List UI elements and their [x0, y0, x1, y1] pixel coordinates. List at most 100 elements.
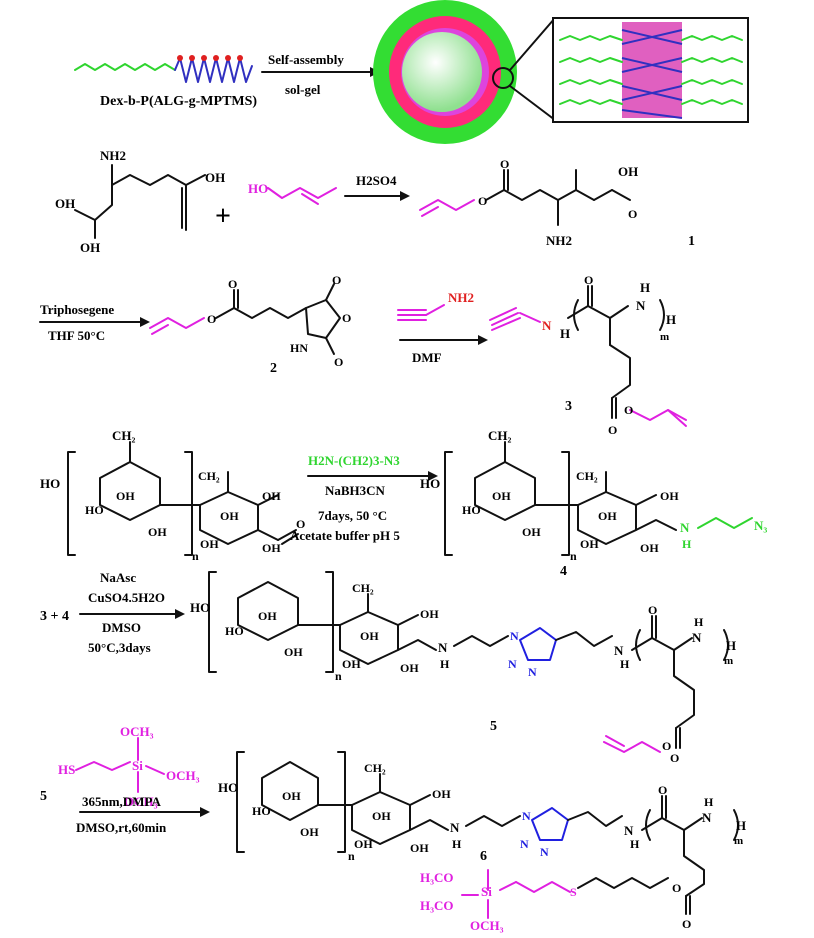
oh-label-2: OH	[80, 240, 100, 255]
dex-n: n	[192, 549, 199, 563]
cmp5-m: m	[724, 655, 733, 667]
och3-bottom: OCH₃	[124, 794, 158, 809]
cmp6-amide-nh: N	[624, 823, 634, 838]
cmp6-oh-6: OH	[410, 841, 429, 855]
silicon-si: Si	[132, 758, 143, 773]
cmp6-ester-o: O	[672, 881, 681, 895]
nh2-label: NH2	[100, 148, 126, 163]
cuso4-label: CuSO4.5H2O	[88, 590, 165, 605]
nca-hn: HN	[290, 341, 308, 355]
compound-2-number: 2	[270, 361, 277, 376]
cmp5-oh-1: OH	[258, 609, 277, 623]
cooh-oh: OH	[618, 164, 638, 179]
dex-ho: HO	[40, 476, 60, 491]
cmp4-ho-2: HO	[462, 503, 481, 517]
cmp6-h3co-top: H₃CO	[420, 870, 454, 885]
amide-o: O	[584, 273, 593, 287]
buffer-label: Acetate buffer pH 5	[290, 528, 400, 543]
thf-label: THF 50°C	[48, 328, 105, 343]
thioether-s: S	[570, 885, 577, 899]
compound-6-number: 6	[480, 849, 487, 864]
triphosgene-label: Triphosegene	[40, 302, 114, 317]
compound-5-number: 5	[490, 719, 497, 734]
triazole-n3: N	[528, 665, 537, 679]
dex2-oh-4: OH	[262, 541, 281, 555]
cmp5-oh-5: OH	[342, 657, 361, 671]
nca-o2: O	[342, 311, 351, 325]
cmp6-oh-5: OH	[354, 837, 373, 851]
nca-carbonyl-o: O	[228, 277, 237, 291]
nabh3cn-label: NaBH3CN	[325, 483, 386, 498]
oh-label-3: OH	[205, 170, 225, 185]
compound-1-number: 1	[688, 234, 695, 249]
polymer-label: Dex-b-P(ALG-g-MPTMS)	[100, 94, 257, 109]
mptms-reagent	[75, 737, 165, 793]
cmp4-n: n	[570, 549, 577, 563]
shell-zoom-box	[552, 17, 749, 123]
oh-label: OH	[55, 196, 75, 211]
cmp6-n: n	[348, 849, 355, 863]
compound1-nh2: NH2	[546, 233, 572, 248]
cmp5-nh: N	[438, 640, 448, 655]
aldehyde-o: O	[296, 517, 305, 531]
cmp5-oh-2: OH	[284, 645, 303, 659]
cmp4-oh-4: OH	[598, 509, 617, 523]
triazole-n1: N	[510, 629, 519, 643]
ester-o: O	[478, 194, 487, 208]
h2so4-label: H2SO4	[356, 173, 397, 188]
dex2-ch2: CH₂	[198, 469, 220, 483]
ho-label: HO	[248, 181, 268, 196]
compound-4-number: 4	[560, 564, 567, 579]
cmp4-oh-5: OH	[580, 537, 599, 551]
cmp4-n3: N₃	[754, 518, 767, 533]
uv-label: 365nm,DMPA	[82, 794, 161, 809]
ester-carbonyl-o: O	[608, 423, 617, 437]
amide-h: H	[560, 326, 570, 341]
self-assembly-label: Self-assembly	[268, 52, 344, 67]
cmp5-ho: HO	[190, 600, 210, 615]
compound-4	[444, 441, 753, 556]
triazole-n2: N	[508, 657, 517, 671]
cmp6-end-h: H	[736, 818, 746, 833]
cmp6-oh-2: OH	[300, 825, 319, 839]
conditions-label: 50°C,3days	[88, 640, 151, 655]
cmp5-ester-o: O	[662, 739, 671, 753]
dmso-rt-label: DMSO,rt,60min	[76, 820, 167, 835]
cmp6-nh-h: H	[452, 837, 462, 851]
cmp6-triazole-n2: N	[520, 837, 529, 851]
compound-3	[489, 285, 687, 427]
cmp6-si: Si	[481, 884, 492, 899]
cmp4-ho: HO	[420, 476, 440, 491]
och3-right: OCH₃	[166, 768, 200, 783]
cmp6-oh-1: OH	[282, 789, 301, 803]
cmp5-backbone-n: N	[692, 630, 702, 645]
dex2-oh-1: OH	[262, 489, 281, 503]
ester-o-3: O	[624, 403, 633, 417]
dmso-label: DMSO	[102, 620, 141, 635]
cmp6-ch2: CH₂	[364, 761, 386, 775]
sol-gel-label: sol-gel	[285, 82, 321, 97]
cmp4-nh: N	[680, 520, 690, 535]
end-h: H	[666, 312, 676, 327]
cmp4-ch2-2: CH₂	[576, 469, 598, 483]
cmp4-oh-3: OH	[660, 489, 679, 503]
dex-ho-2: HO	[85, 503, 104, 517]
carbonyl-o: O	[500, 157, 509, 171]
cmp6-oh-3: OH	[432, 787, 451, 801]
plus-sign: +	[215, 201, 231, 232]
backbone-n: N	[636, 298, 646, 313]
cmp5-amide-h: H	[620, 657, 630, 671]
dex-oh-1: OH	[116, 489, 135, 503]
cmp5-amide-o: O	[648, 603, 657, 617]
cmp6-backbone-h: H	[704, 795, 714, 809]
cmp4-oh-6: OH	[640, 541, 659, 555]
cmp6-triazole-n3: N	[540, 845, 549, 859]
cmp5-backbone-h: H	[694, 615, 704, 629]
compound-1	[419, 169, 631, 226]
allyl-alcohol	[267, 187, 337, 205]
backbone-h: H	[640, 280, 650, 295]
compound-2	[149, 283, 341, 355]
nca-ester-o: O	[207, 312, 216, 326]
cmp6-carbonyl-o: O	[682, 917, 691, 931]
